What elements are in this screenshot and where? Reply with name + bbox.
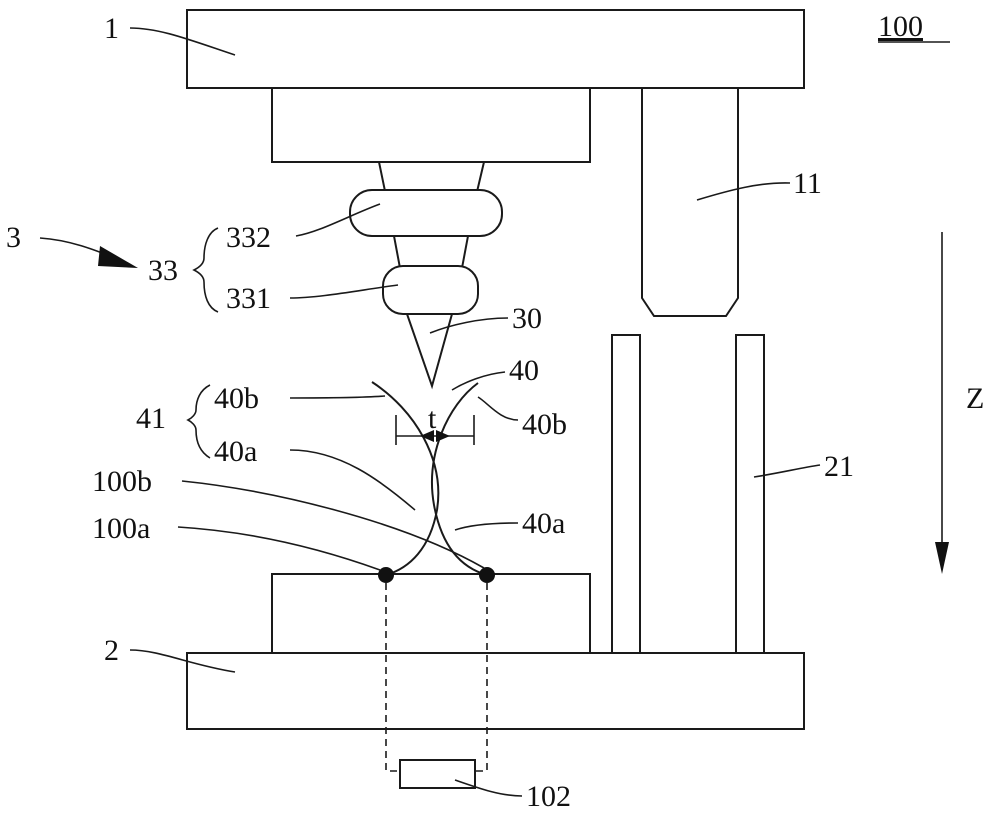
lower-platen (186, 652, 805, 730)
label-segment-b-left: 40b (214, 382, 259, 415)
leader-tip (429, 317, 509, 334)
wire-right-curve (431, 382, 488, 576)
upper-platen (186, 9, 805, 89)
label-sensor: 102 (526, 780, 571, 813)
contact-point-b (479, 567, 495, 583)
upper-mount-block (271, 87, 591, 163)
leader-upper-platen (129, 27, 236, 56)
label-upper-punch: 11 (793, 167, 822, 200)
sensor-link-right (474, 583, 488, 772)
gap-arrow-left (420, 430, 434, 442)
direction-arrow-head (935, 542, 949, 574)
wire-left-curve (371, 381, 440, 576)
label-gap: t (428, 402, 437, 435)
label-upper-platen: 1 (104, 12, 119, 45)
leader-segment-b-right (477, 396, 519, 421)
contact-point-a (378, 567, 394, 583)
leader-segment-b-left (289, 395, 386, 399)
lens-group-bracket (192, 227, 219, 313)
label-lens-lower: 331 (226, 282, 271, 315)
leader-lower-platen (129, 649, 236, 673)
leader-sensor (454, 779, 523, 797)
lower-guide-left-post (611, 334, 641, 654)
upper-punch (641, 87, 739, 317)
leader-lens-lower (289, 284, 399, 299)
label-direction: Z (966, 382, 984, 415)
lens-upper-ring (349, 189, 503, 237)
gap-arrow-right (436, 430, 450, 442)
head-tip (405, 313, 454, 390)
label-point-b: 100b (92, 465, 152, 498)
leader-lens-upper (295, 203, 381, 237)
sensor-link-left (385, 583, 402, 772)
leader-lower-guide (753, 464, 821, 478)
lower-guide-right-post (735, 334, 765, 654)
workpiece-block (271, 573, 591, 654)
label-lower-guide: 21 (824, 450, 854, 483)
leader-wire (451, 371, 506, 391)
label-lower-platen: 2 (104, 634, 119, 667)
segment-group-bracket (186, 384, 211, 459)
leader-point-a (177, 526, 381, 571)
label-segment-a-right: 40a (522, 507, 565, 540)
label-lens-group: 33 (148, 254, 178, 287)
head-cone-middle (392, 235, 470, 269)
label-lens-upper: 332 (226, 221, 271, 254)
label-welding-assembly: 3 (6, 221, 21, 254)
label-wire: 40 (509, 354, 539, 387)
leader-segment-a-left (289, 449, 416, 511)
label-bracket-group: 41 (136, 402, 166, 435)
leader-point-b (181, 480, 485, 569)
leader-upper-punch (696, 182, 791, 201)
label-point-a: 100a (92, 512, 150, 545)
label-segment-a-left: 40a (214, 435, 257, 468)
label-segment-b-right: 40b (522, 408, 567, 441)
assembly-arrow-head (98, 246, 138, 268)
label-figure-number: 100 (878, 10, 923, 43)
label-tip: 30 (512, 302, 542, 335)
lens-lower-ring (382, 265, 479, 315)
leader-segment-a-right (454, 522, 519, 531)
